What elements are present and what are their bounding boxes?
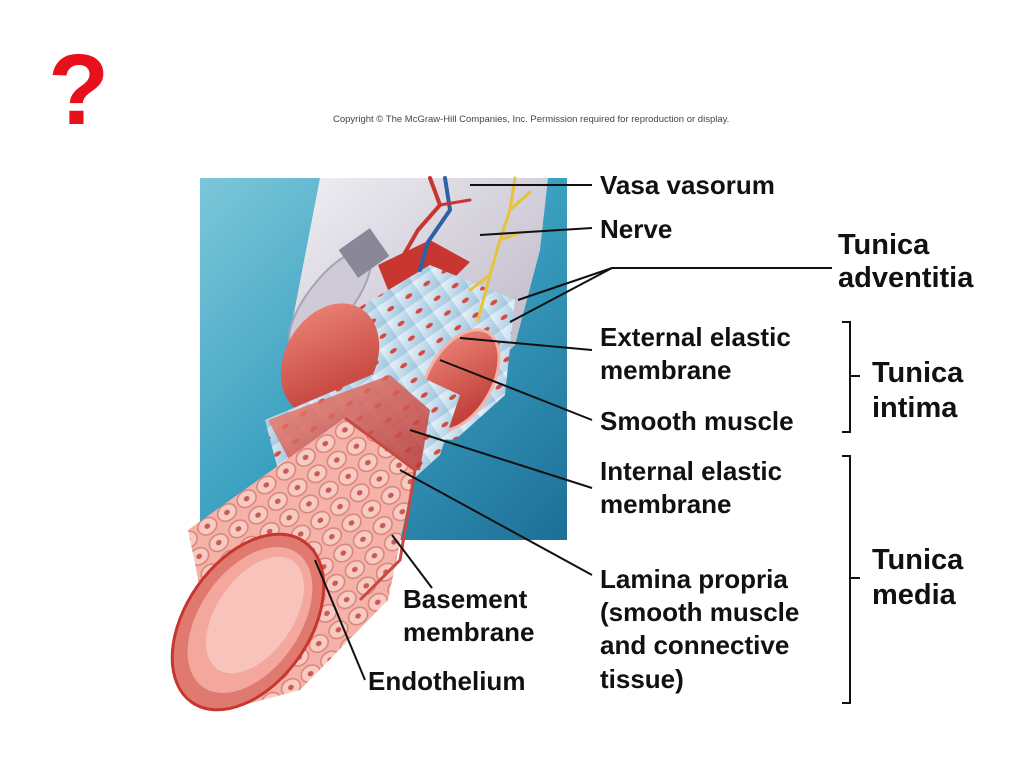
leader-lines xyxy=(314,184,860,704)
label-internal-elastic-line2: membrane xyxy=(600,489,732,519)
copyright-notice: Copyright © The McGraw-Hill Companies, I… xyxy=(333,114,730,125)
label-lamina-propria-line2: (smooth muscle xyxy=(600,597,800,627)
label-external-elastic-line1: External elastic xyxy=(600,322,791,352)
label-tunica-media-line2: media xyxy=(872,579,956,611)
label-vasa-vasorum: Vasa vasorum xyxy=(600,170,775,200)
label-nerve: Nerve xyxy=(600,214,673,244)
label-basement-membrane-line2: membrane xyxy=(403,617,535,647)
label-lamina-propria-line1: Lamina propria xyxy=(600,564,788,594)
label-lamina-propria-line3: and connective xyxy=(600,630,790,660)
label-external-elastic-line2: membrane xyxy=(600,355,732,385)
label-tunica-adventitia-line2: adventitia xyxy=(838,262,974,294)
label-lamina-propria-line4: tissue) xyxy=(600,664,684,694)
label-internal-elastic-line1: Internal elastic xyxy=(600,456,783,486)
label-basement-membrane-line1: Basement xyxy=(403,584,528,614)
label-tunica-intima-line1: Tunica xyxy=(872,357,964,389)
label-smooth-muscle: Smooth muscle xyxy=(600,406,794,436)
label-tunica-media-line1: Tunica xyxy=(872,544,964,576)
label-tunica-intima-line2: intima xyxy=(872,392,958,424)
question-mark: ? xyxy=(48,34,110,146)
label-endothelium: Endothelium xyxy=(368,666,526,696)
vasa-vasorum-vessels xyxy=(396,176,472,272)
label-tunica-adventitia-line1: Tunica xyxy=(838,229,930,261)
